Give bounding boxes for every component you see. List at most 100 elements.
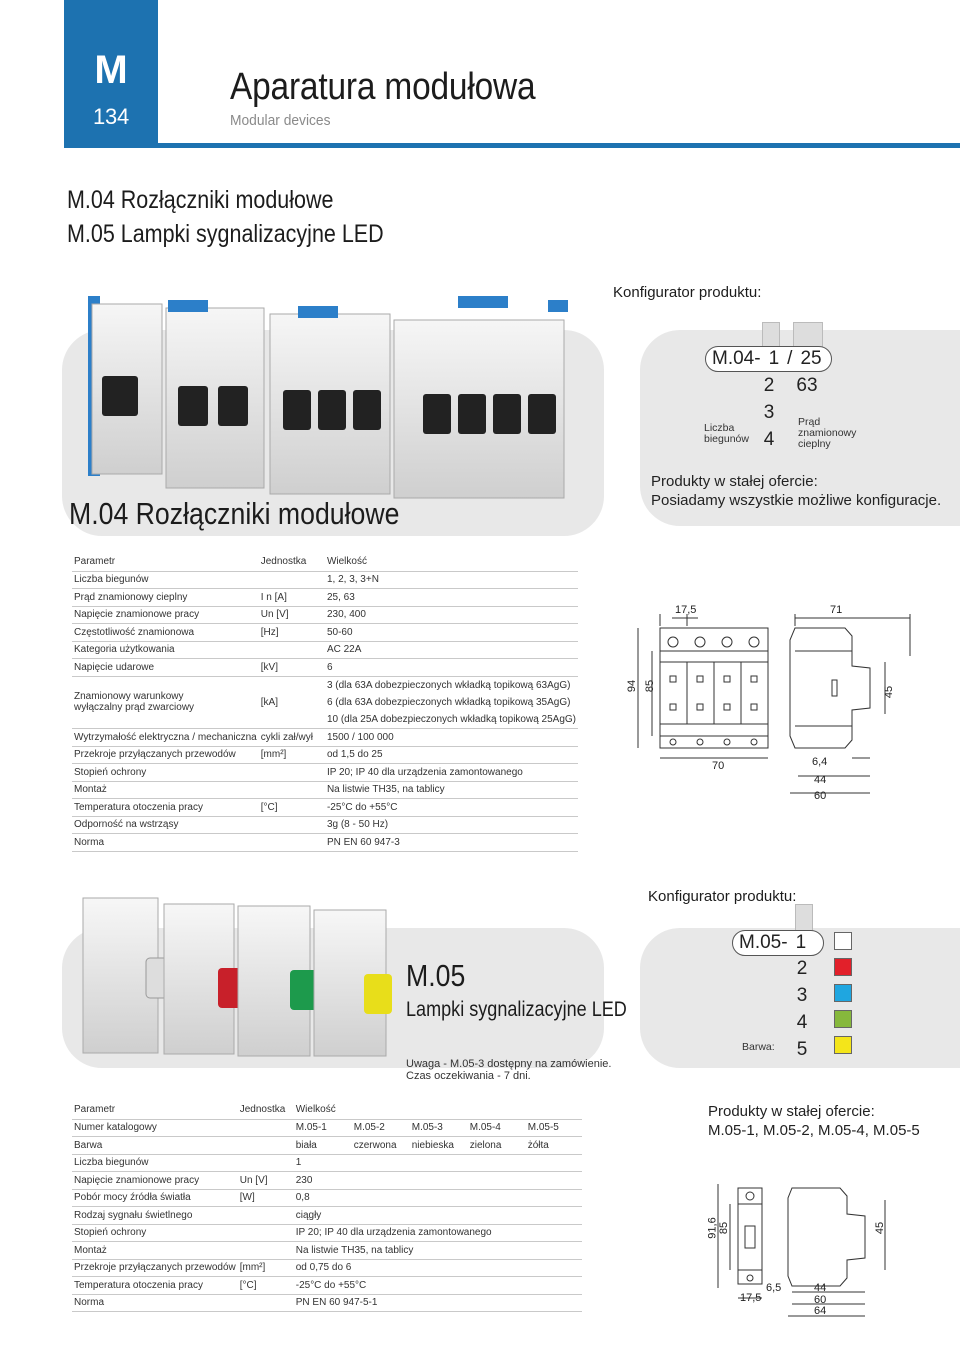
table-row: 6 (dla 63A dobezpieczonych wkładką topik…: [72, 694, 578, 712]
cell-param: Norma: [72, 1294, 238, 1312]
table-row: Napięcie udarowe[kV]6: [72, 658, 578, 677]
cell-value: AC 22A: [324, 641, 578, 659]
cell-value: 3g (8 - 50 Hz): [324, 816, 578, 834]
cell-unit: [258, 833, 325, 852]
m05-note-line-2: Czas oczekiwania - 7 dni.: [406, 1070, 531, 1082]
table-row: Kategoria użytkowania AC 22A: [72, 641, 578, 659]
m05-code-prefix: M.05-: [739, 932, 788, 953]
m05-option-4: 4: [796, 1012, 808, 1033]
page-title: Aparatura modułowa: [230, 66, 536, 108]
cell-unit: [°C]: [258, 798, 325, 817]
page-number: 134: [92, 104, 130, 129]
cell-param: Pobór mocy źródła światła: [72, 1189, 238, 1207]
cell-param: Wytrzymałość elektryczna / mechaniczna: [72, 728, 259, 747]
cell-value: 3 (dla 63A dobezpieczonych wkładką topik…: [326, 679, 571, 691]
cell-unit: [237, 1136, 294, 1155]
m04-pole-first: 1: [768, 348, 780, 369]
cell-unit: Un [V]: [237, 1171, 294, 1190]
m04-code-box: M.04- 1 / 25: [705, 346, 832, 372]
m04-pole-options: 2 3 4: [758, 372, 780, 453]
m04-product-photo: [78, 286, 578, 501]
swatch-red: [834, 958, 852, 976]
m05-color-label: Barwa:: [742, 1041, 775, 1053]
m04-current-label-2: znamionowy: [798, 427, 857, 439]
m05-option-5: 5: [796, 1039, 808, 1060]
m05-option-2: 2: [796, 958, 808, 979]
cell-param: Temperatura otoczenia pracy: [72, 1276, 238, 1295]
m04-separator: /: [787, 348, 793, 369]
cell-param-line-1: Znamionowy warunkowy: [74, 691, 184, 703]
cell-unit: Un [V]: [258, 606, 325, 624]
cell-param: Kategoria użytkowania: [72, 641, 259, 659]
cell-value: 230, 400: [324, 606, 578, 624]
m05-dim-60: 60: [814, 1294, 827, 1306]
swatch-green: [834, 1010, 852, 1028]
table-row: Przekroje przyłączanych przewodów[mm²]od…: [72, 746, 578, 764]
section-line-1: M.04 Rozłączniki modułowe: [67, 186, 334, 214]
m04-dim-17-5: 17,5: [675, 604, 697, 616]
cell-param: Temperatura otoczenia pracy: [72, 798, 259, 817]
m04-dim-6-4: 6,4: [812, 756, 828, 768]
cell-value: -25°C do +55°C: [293, 1276, 582, 1295]
m05-col-unit: Jednostka: [237, 1100, 294, 1120]
cell-unit: [258, 641, 325, 659]
cell-unit: cykli zał/wył: [258, 728, 325, 747]
m04-spec-table: Parametr Jednostka Wielkość Liczba biegu…: [72, 552, 578, 852]
m04-poles-label: Liczba biegunów: [704, 423, 749, 445]
m05-dim-45: 45: [874, 1221, 887, 1235]
m04-dim-70: 70: [712, 760, 725, 772]
cell-unit: [237, 1241, 294, 1260]
cell-unit: I n [A]: [258, 588, 325, 607]
cell-param: Stopień ochrony: [72, 763, 259, 782]
cell-value: 6 (dla 63A dobezpieczonych wkładką topik…: [326, 696, 571, 708]
cell-value: 230: [293, 1171, 582, 1190]
m05-option-list: 2 3 4 5: [791, 955, 813, 1063]
cell-value: 6: [324, 658, 578, 677]
m05-code-box: M.05- 1: [732, 930, 824, 956]
m04-heading: M.04 Rozłączniki modułowe: [69, 496, 400, 531]
cell-unit: [258, 816, 325, 834]
cell-catalog-1: M.05-1: [293, 1119, 352, 1137]
cell-param: Przekroje przyłączanych przewodów: [72, 1259, 238, 1277]
m05-offer-title: Produkty w stałej ofercie:: [708, 1103, 875, 1120]
cell-param: Liczba biegunów: [72, 1154, 238, 1172]
m04-current-label-3: cieplny: [798, 438, 831, 450]
m04-current-options: 63: [792, 372, 822, 399]
m05-heading: Lampki sygnalizacyjne LED: [406, 998, 627, 1021]
table-row: Przekroje przyłączanych przewodów[mm²]od…: [72, 1259, 582, 1277]
cell-value: 50-60: [324, 623, 578, 642]
m05-dim-17-5: 17,5: [740, 1292, 762, 1304]
m04-offer-text: Posiadamy wszystkie możliwe konfiguracje…: [651, 492, 942, 509]
m05-option-first: 1: [795, 932, 807, 953]
m04-col-unit: Jednostka: [258, 552, 325, 572]
m05-col-value: Wielkość: [293, 1100, 582, 1120]
m04-offer: Produkty w stałej ofercie: Posiadamy wsz…: [651, 472, 941, 510]
m04-dim-44: 44: [814, 774, 827, 786]
cell-param: Montaż: [72, 1241, 238, 1260]
cell-color-1: biała: [293, 1136, 352, 1155]
swatch-blue: [834, 984, 852, 1002]
section-letter: M: [94, 48, 128, 92]
cell-param: Rodzaj sygnału świetlnego: [72, 1206, 238, 1225]
cell-param: Norma: [72, 833, 259, 852]
m05-offer-text: M.05-1, M.05-2, M.05-4, M.05-5: [708, 1122, 920, 1139]
cell-value: 25, 63: [324, 588, 578, 607]
cell-param: Napięcie znamionowe pracy: [72, 606, 259, 624]
cell-catalog-3: M.05-3: [409, 1119, 468, 1137]
cell-unit: [258, 571, 325, 589]
table-row: Pobór mocy źródła światła[W]0,8: [72, 1189, 582, 1207]
cell-color-2: czerwona: [351, 1136, 410, 1155]
section-tab: M 134: [64, 0, 158, 148]
cell-param: Przekroje przyłączanych przewodów: [72, 746, 259, 764]
m05-color-swatches: [834, 932, 852, 1054]
cell-value: ciągły: [293, 1206, 582, 1225]
m04-pole-3: 3: [763, 402, 775, 423]
